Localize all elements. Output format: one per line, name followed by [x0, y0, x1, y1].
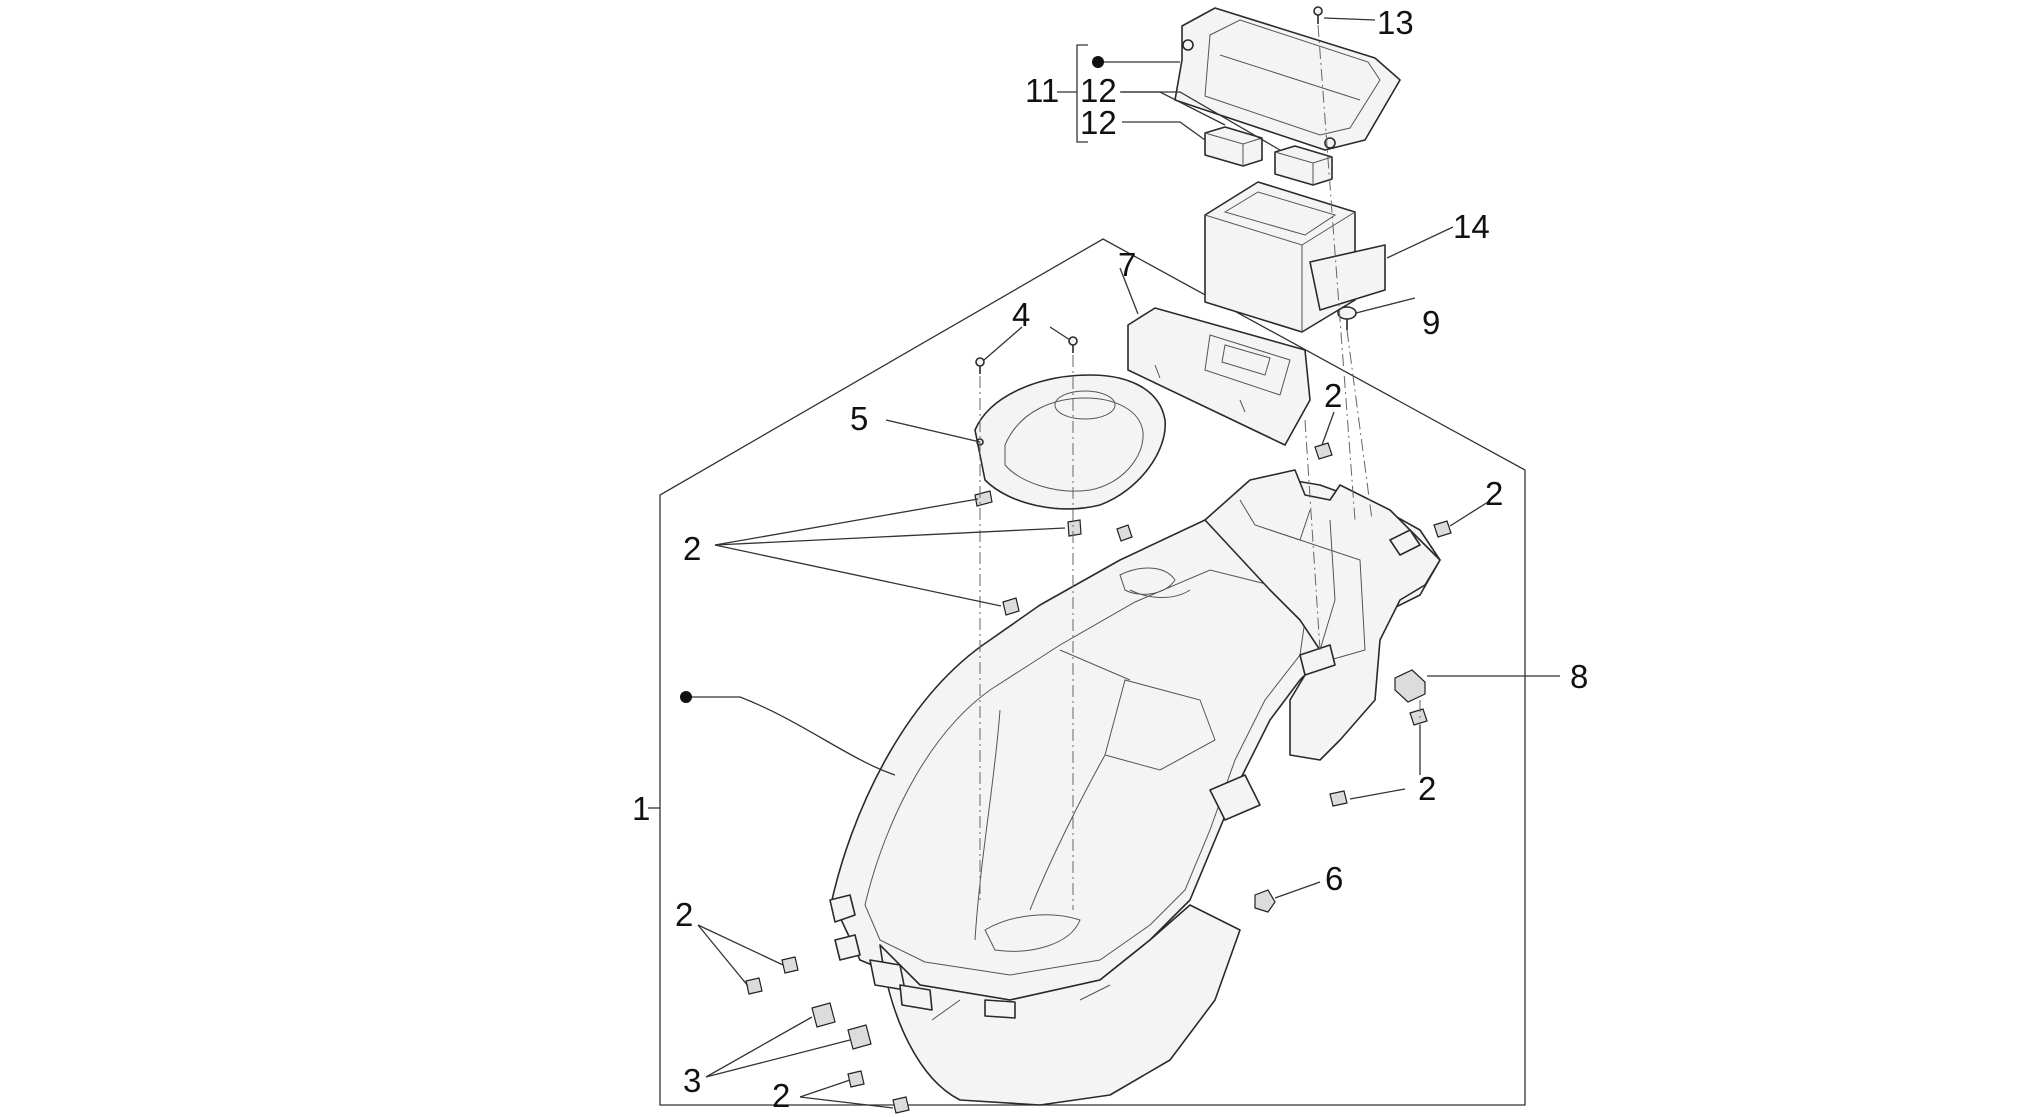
- speed-nut-2: [781, 956, 799, 974]
- screw-13: [1313, 6, 1323, 24]
- reference-dot-11: [1092, 56, 1104, 68]
- speed-nut-2: [847, 1070, 865, 1088]
- inspection-cover-5: [974, 374, 1166, 510]
- speed-nut-2: [1433, 520, 1452, 538]
- battery-box-14: [1204, 181, 1386, 333]
- label-6: 6: [1325, 860, 1343, 897]
- clip-8: [1394, 669, 1426, 703]
- speed-nut-2: [1067, 519, 1082, 537]
- label-12-b: 12: [1080, 104, 1117, 141]
- label-2-bottom: 2: [772, 1077, 790, 1114]
- speed-nut-2: [892, 1096, 910, 1114]
- label-14: 14: [1453, 208, 1490, 245]
- speed-nut-2: [1329, 790, 1348, 807]
- clip-3-group: [811, 1002, 872, 1050]
- label-1: 1: [632, 790, 650, 827]
- speed-nut-2: [745, 977, 763, 995]
- label-5: 5: [850, 400, 868, 437]
- label-7: 7: [1118, 246, 1136, 283]
- clip-3: [811, 1002, 836, 1028]
- speed-nut-2: [974, 490, 993, 507]
- helmet-compartment-1: [829, 469, 1441, 1106]
- tray-cover-7: [1127, 307, 1311, 446]
- label-2-left: 2: [683, 530, 701, 567]
- speed-nut-2: [1409, 708, 1428, 726]
- label-2-right-low: 2: [1418, 770, 1436, 807]
- label-12-a: 12: [1080, 72, 1117, 109]
- foam-pad-12a: [1204, 126, 1263, 167]
- speed-nut-2: [1314, 442, 1333, 460]
- label-8: 8: [1570, 658, 1588, 695]
- label-13: 13: [1377, 4, 1414, 41]
- leader-lines: [648, 17, 1560, 1109]
- label-2-right: 2: [1485, 475, 1503, 512]
- screw-4a: [975, 357, 985, 374]
- speed-nut-2-group: [745, 442, 1452, 1114]
- label-9: 9: [1422, 304, 1440, 341]
- assembly-frame: [659, 238, 1526, 1106]
- callout-labels: 13 11 12 12 14 7 9 4 5 2 2 2 8 2 1 6 2 3…: [632, 4, 1588, 1114]
- label-2-bottom-left: 2: [675, 896, 693, 933]
- foam-pad-12b: [1274, 145, 1333, 186]
- speed-nut-2: [1116, 524, 1133, 542]
- speed-nut-2: [1002, 597, 1020, 616]
- label-2-center: 2: [1324, 377, 1342, 414]
- battery-cover-11: [1174, 7, 1401, 151]
- clip-6: [1254, 889, 1276, 913]
- label-11: 11: [1025, 72, 1059, 109]
- clip-3: [847, 1024, 872, 1050]
- reference-dot-1: [680, 691, 692, 703]
- label-4: 4: [1012, 296, 1030, 333]
- label-3: 3: [683, 1062, 701, 1099]
- screw-4b: [1068, 336, 1078, 353]
